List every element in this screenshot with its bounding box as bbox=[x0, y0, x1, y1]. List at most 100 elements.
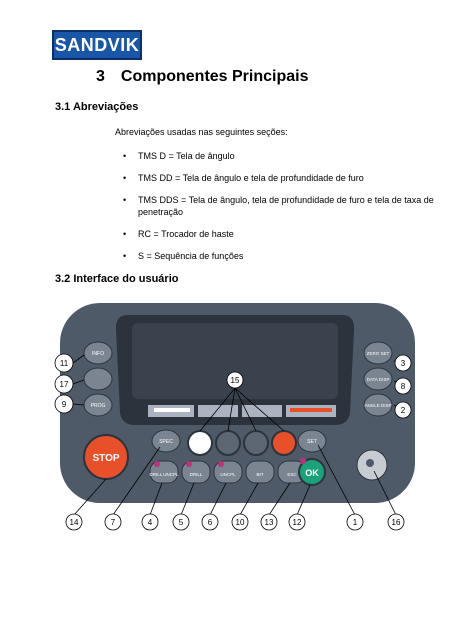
callout-7-label: 7 bbox=[111, 518, 116, 527]
white-key[interactable] bbox=[187, 430, 213, 456]
callout-line bbox=[227, 387, 236, 432]
intro-text: Abreviações usadas nas seguintes seções: bbox=[115, 127, 288, 137]
softkey-1-bar bbox=[154, 408, 190, 412]
info-button-label: INFO bbox=[92, 351, 104, 357]
knob-center bbox=[366, 459, 374, 467]
callout-9-label: 9 bbox=[62, 400, 67, 409]
callout-5-label: 5 bbox=[179, 518, 184, 527]
callout-6-label: 6 bbox=[208, 518, 213, 527]
bit-button[interactable] bbox=[245, 460, 275, 484]
control-panel-diagram: INFO PROG ZERO SET DATA DISP ANGLE DISP … bbox=[54, 303, 415, 531]
callout-4 bbox=[141, 513, 159, 531]
ok-indicator bbox=[300, 458, 306, 464]
zero-set-button[interactable] bbox=[363, 341, 393, 365]
spec-button[interactable] bbox=[151, 429, 181, 453]
callout-16 bbox=[387, 513, 405, 531]
callout-13-label: 13 bbox=[265, 518, 274, 527]
callout-line bbox=[199, 387, 236, 432]
callout-5 bbox=[172, 513, 190, 531]
callout-3-label: 3 bbox=[401, 359, 406, 368]
angle-disp-button-label: ANGLE DISP bbox=[364, 403, 391, 408]
callout-line bbox=[73, 478, 107, 516]
drill-button-label: DRILL bbox=[190, 472, 203, 477]
callout-4-label: 4 bbox=[148, 518, 153, 527]
data-disp-button-label: DATA DISP bbox=[367, 377, 390, 382]
callout-line bbox=[112, 446, 161, 516]
callout-14-label: 14 bbox=[70, 518, 79, 527]
softkey-2 bbox=[198, 405, 238, 417]
screen bbox=[132, 323, 338, 399]
callout-8 bbox=[394, 377, 412, 395]
callout-line bbox=[296, 484, 311, 516]
callout-line bbox=[234, 387, 285, 432]
stop-button-label: STOP bbox=[92, 453, 119, 464]
list-item: S = Sequência de funções bbox=[115, 250, 435, 262]
callout-2-label: 2 bbox=[401, 406, 406, 415]
callout-1 bbox=[346, 513, 364, 531]
drill-uncpl-button-label: DRILL UNCPL bbox=[149, 472, 179, 477]
callout-line bbox=[72, 354, 85, 364]
uncpl-button-label: UNCPL bbox=[220, 472, 236, 477]
callout-line bbox=[317, 444, 356, 516]
callout-11-label: 11 bbox=[60, 359, 69, 368]
callout-2 bbox=[394, 401, 412, 419]
callout-3 bbox=[394, 354, 412, 372]
callout-line bbox=[239, 482, 259, 516]
callout-17 bbox=[54, 374, 74, 394]
subsection-abreviacoes-title: 3.1 Abreviações bbox=[55, 101, 139, 113]
callout-9 bbox=[54, 394, 74, 414]
callout-line bbox=[149, 482, 163, 516]
callout-15 bbox=[226, 371, 244, 389]
drill-indicator bbox=[186, 461, 192, 467]
callout-7 bbox=[104, 513, 122, 531]
callout-10 bbox=[231, 513, 249, 531]
callout-1-label: 1 bbox=[353, 518, 358, 527]
callout-6 bbox=[201, 513, 219, 531]
data-disp-button[interactable] bbox=[363, 367, 393, 391]
list-item: RC = Trocador de haste bbox=[115, 228, 435, 240]
grey-key-2[interactable] bbox=[243, 430, 269, 456]
callout-line bbox=[209, 482, 227, 516]
callout-17-label: 17 bbox=[60, 380, 69, 389]
bit-button-label: BIT bbox=[256, 472, 263, 477]
callout-14 bbox=[65, 513, 83, 531]
list-item: TMS DD = Tela de ângulo e tela de profun… bbox=[115, 172, 435, 184]
subsection-interface-title: 3.2 Interface do usuário bbox=[55, 273, 179, 285]
callout-line bbox=[234, 387, 257, 432]
softkey-3 bbox=[242, 405, 282, 417]
orange-key[interactable] bbox=[271, 430, 297, 456]
drill-uncpl-indicator bbox=[154, 461, 160, 467]
list-item: TMS D = Tela de ângulo bbox=[115, 150, 435, 162]
grey-key-1[interactable] bbox=[215, 430, 241, 456]
section-title-text: Componentes Principais bbox=[120, 68, 309, 85]
callout-line bbox=[268, 482, 291, 516]
logo-text: SANDVIK bbox=[54, 35, 140, 55]
ok-button-label: OK bbox=[305, 468, 319, 478]
esc-button-label: ESC bbox=[287, 472, 297, 477]
callout-11 bbox=[54, 353, 74, 373]
callout-line bbox=[72, 403, 85, 406]
abbreviation-list: TMS D = Tela de ângulo TMS DD = Tela de … bbox=[115, 150, 435, 272]
callout-15-label: 15 bbox=[231, 376, 240, 385]
callout-16-label: 16 bbox=[392, 518, 401, 527]
prog-button-label: PROG bbox=[91, 403, 106, 409]
zero-set-button-label: ZERO SET bbox=[367, 351, 390, 356]
callout-13 bbox=[260, 513, 278, 531]
softkey-4-bar bbox=[290, 408, 332, 412]
section-number: 3 bbox=[96, 68, 105, 85]
info-button[interactable] bbox=[83, 341, 113, 365]
callout-12 bbox=[288, 513, 306, 531]
section-title: 3 Componentes Principais bbox=[96, 68, 308, 86]
callout-10-label: 10 bbox=[236, 518, 245, 527]
ok-button[interactable] bbox=[298, 458, 326, 486]
set-button-label: SET bbox=[307, 439, 317, 445]
blank-button[interactable] bbox=[83, 367, 113, 391]
callout-8-label: 8 bbox=[401, 382, 406, 391]
list-item: TMS DDS = Tela de ângulo, tela de profun… bbox=[115, 194, 435, 218]
uncpl-indicator bbox=[218, 461, 224, 467]
callout-line bbox=[373, 470, 397, 516]
angle-disp-button[interactable] bbox=[363, 393, 393, 417]
spec-button-label: SPEC bbox=[159, 439, 173, 445]
callout-line bbox=[180, 482, 195, 516]
callout-12-label: 12 bbox=[293, 518, 302, 527]
